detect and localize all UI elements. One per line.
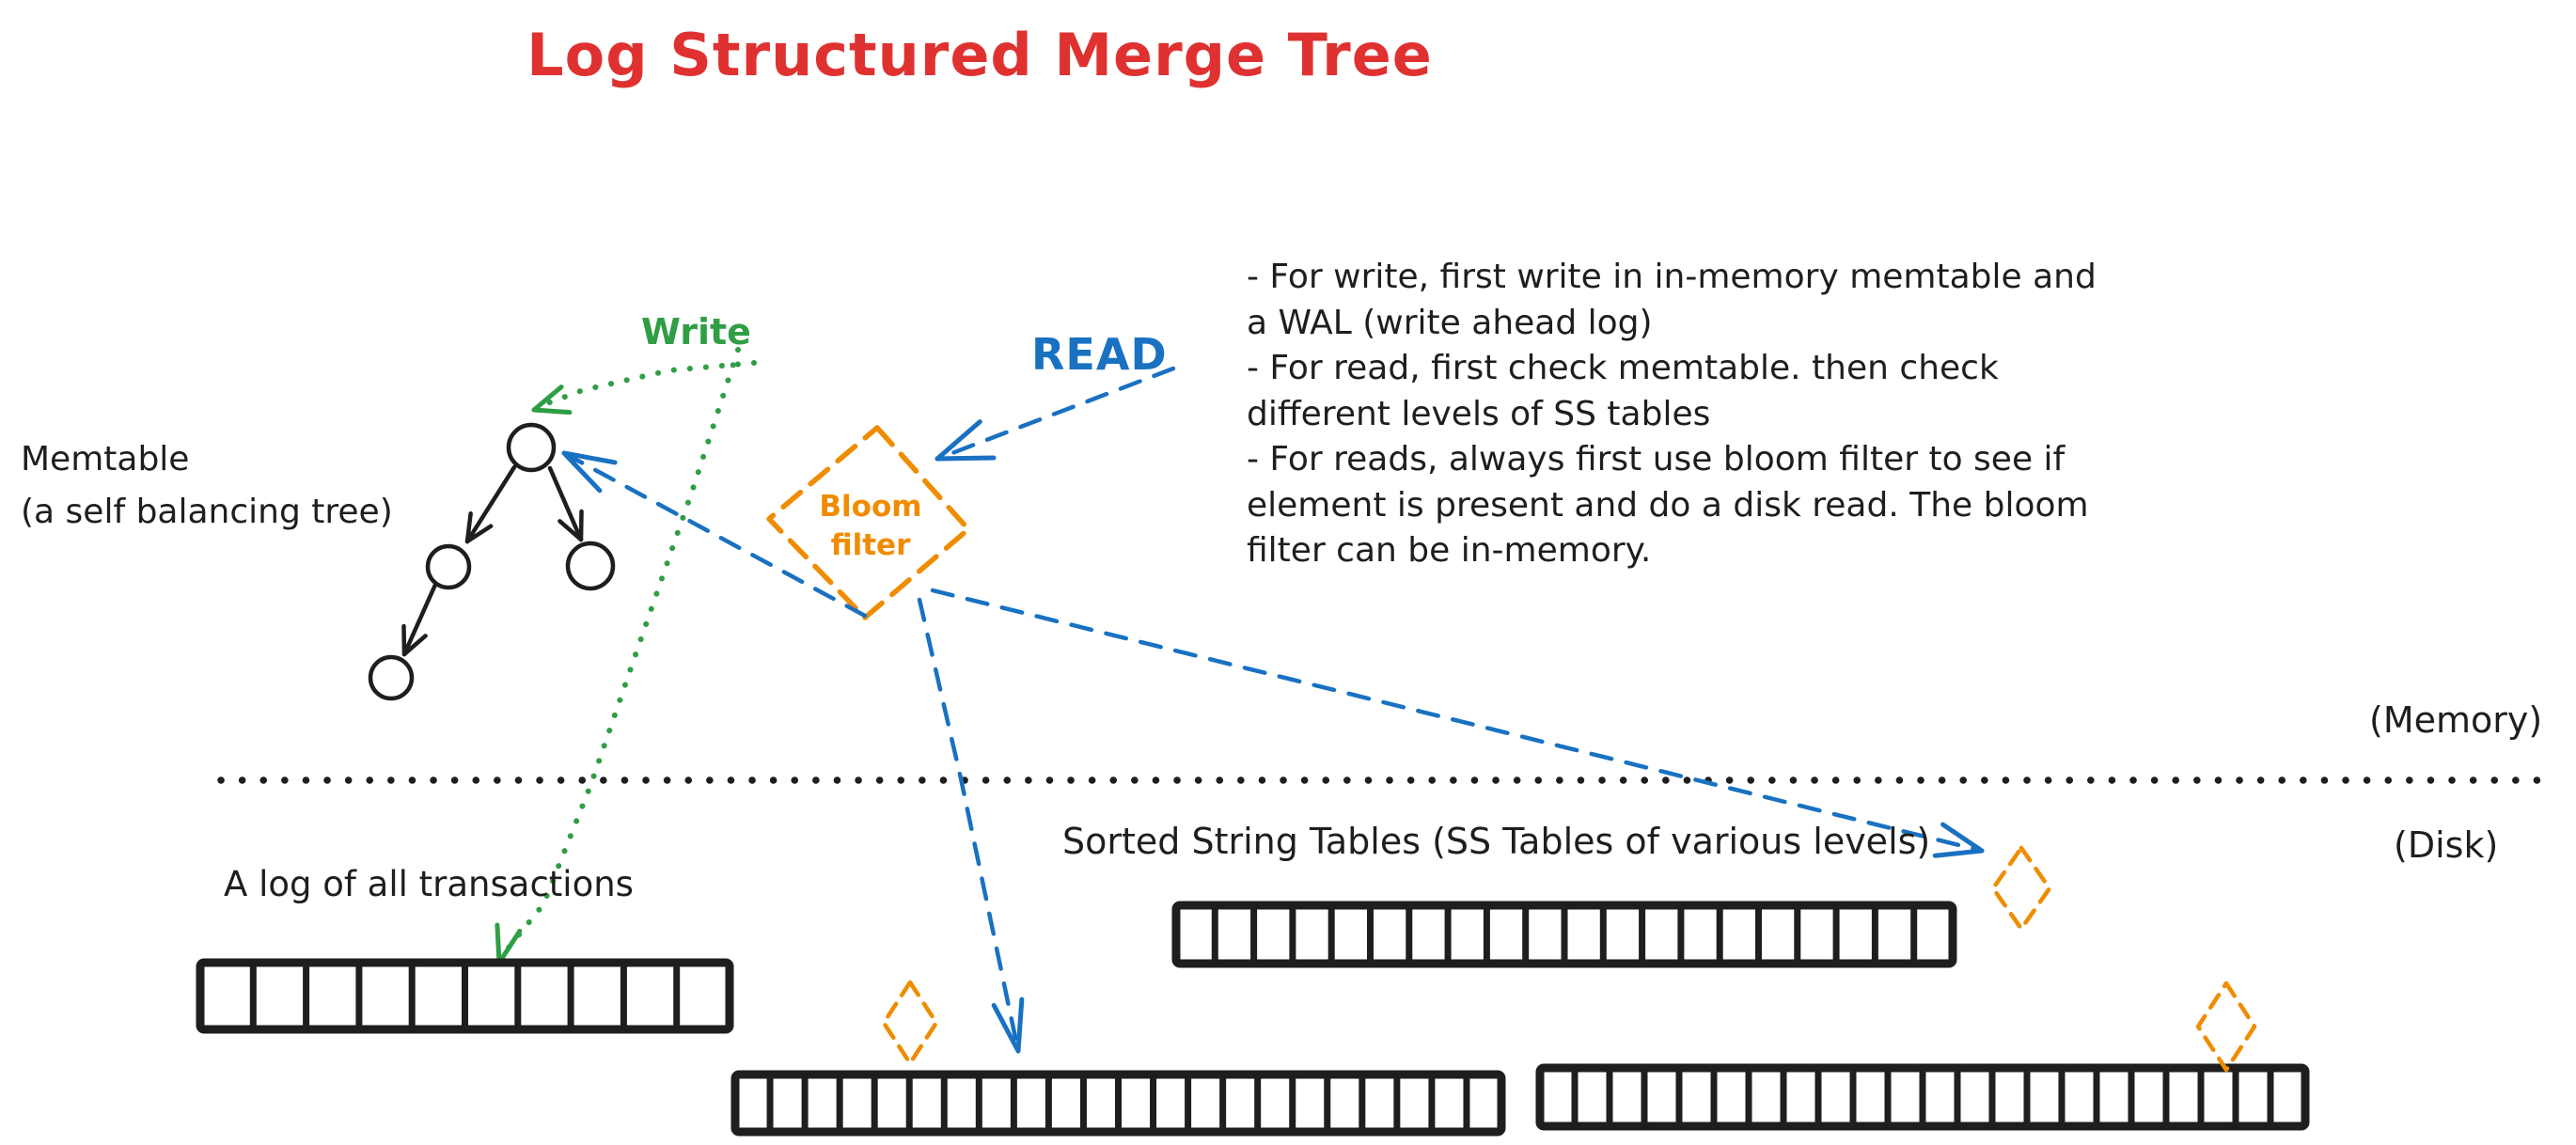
read-to-bloom-arrowhead [935,419,982,462]
bloom-marker-sstable-level-1 [1990,845,2052,932]
bloom-to-memtable-arrow [561,450,868,619]
wal-log [196,958,734,1034]
notes-line-7: filter can be in-memory. [1247,531,1651,570]
memtable-tree-node-2 [425,543,472,590]
write-label: Write [641,311,751,353]
tree-edge-left-child [401,582,438,657]
notes-line-3: - For read, first check memtable. then c… [1247,349,1999,387]
bloom-filter-label-line1: Bloom [819,490,921,524]
memtable-tree-node-4 [368,654,415,701]
notes-line-4: different levels of SS tables [1247,395,1710,433]
disk-label: (Disk) [2394,824,2498,866]
write-to-memtable-arrowhead [531,407,573,416]
bloom-to-sstable-level1-arrow [930,588,1985,854]
notes-line-1: - For write, first write in in-memory me… [1247,258,2097,296]
bloom-to-memtable-arrowhead [561,450,618,465]
tree-edge-root-left-arrowhead [464,510,473,544]
tree-edge-root-right-arrowhead [578,509,584,542]
read-label: READ [1031,329,1168,380]
bloom-to-sstable-bottom-arrowhead [1015,996,1025,1054]
notes-line-6: element is present and do a disk read. T… [1247,486,2089,525]
write-to-wal-arrowhead [496,928,523,965]
sstable-level-2-right [1535,1063,2310,1131]
notes-line-2: a WAL (write ahead log) [1247,304,1653,342]
bloom-to-sstable-level1-arrowhead [1932,848,1985,858]
tree-edge-left-child-arrowhead [401,623,407,657]
tree-edge-root-left-arrowhead [464,524,494,544]
bloom-marker-sstable-level-2-left [881,980,939,1066]
memtable-label-line2: (a self balancing tree) [21,493,393,531]
write-to-memtable-arrowhead [531,384,564,413]
tree-edge-root-right-arrowhead [558,519,584,542]
tree-edge-root-right [547,465,584,542]
read-to-bloom-arrowhead [935,455,997,462]
write-to-wal-arrowhead [495,922,502,965]
bloom-filter-label-line2: filter [831,528,911,562]
bloom-to-sstable-bottom-arrowhead [991,1002,1021,1054]
bloom-marker-sstable-level-2-right [2195,980,2257,1073]
tree-edge-root-left [464,464,517,544]
read-to-bloom-arrow [935,366,1176,462]
bloom-to-sstable-bottom-arrow [917,597,1021,1054]
memtable-tree-node-1 [506,422,557,473]
memory-label: (Memory) [2369,699,2542,741]
notes-line-5: - For reads, always first use bloom filt… [1247,440,2066,478]
bloom-to-sstable-level1-arrowhead [1940,822,1985,854]
memtable-label-line1: Memtable [21,440,189,478]
sstable-level-2-left [730,1070,1506,1137]
sstable-level-1 [1171,901,1957,968]
bloom-to-memtable-arrowhead [561,450,603,494]
memtable-tree-node-3 [565,541,616,591]
write-to-memtable-arrow [537,360,757,409]
page-title: Log Structured Merge Tree [526,21,1433,89]
sstables-label: Sorted String Tables (SS Tables of vario… [1062,821,1930,862]
wal-label: A log of all transactions [224,864,634,904]
tree-edge-left-child-arrowhead [401,634,428,657]
